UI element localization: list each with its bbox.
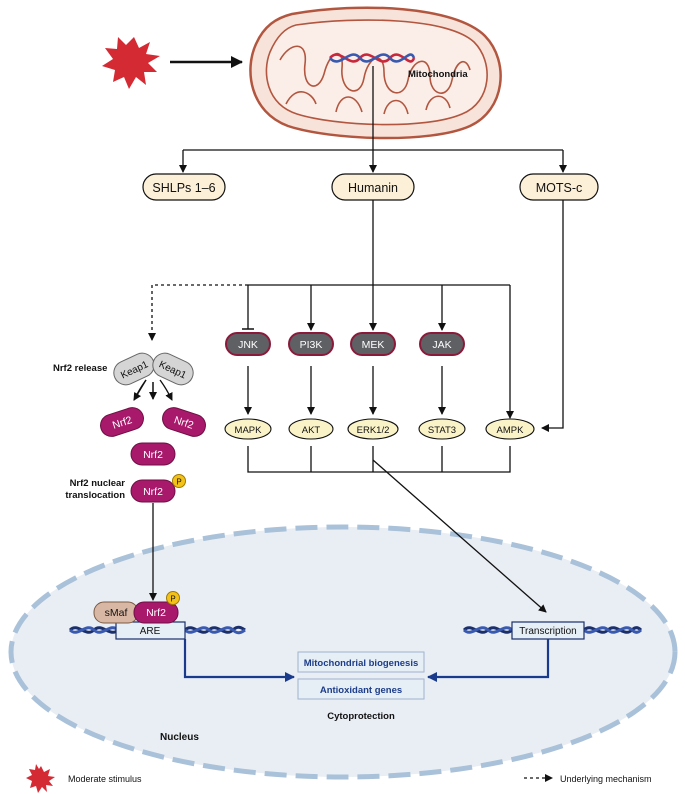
effector-akt: AKT bbox=[288, 418, 334, 440]
transcription-to-outcomes-arrow bbox=[427, 639, 550, 682]
nrf2-free-center: Nrf2 bbox=[130, 442, 176, 466]
effector-stat3: STAT3 bbox=[418, 418, 466, 440]
convergence-to-transcription bbox=[372, 459, 547, 613]
transcription-label: Transcription bbox=[519, 626, 576, 637]
nrf2-free-left: Nrf2 bbox=[100, 407, 144, 437]
outcome-antioxidant: Antioxidant genes bbox=[297, 678, 425, 700]
peptide-shlps-label: SHLPs 1–6 bbox=[152, 181, 215, 195]
peptide-humanin: Humanin bbox=[331, 173, 415, 201]
nrf2-phos-label: Nrf2 bbox=[143, 486, 163, 498]
effector-mapk: MAPK bbox=[224, 418, 272, 440]
kinase-mek: MEK bbox=[350, 332, 396, 356]
effector-erk-label: ERK1/2 bbox=[357, 425, 390, 436]
nrf2-phosphorylated: Nrf2 P bbox=[130, 474, 186, 503]
outcome-antioxidant-label: Antioxidant genes bbox=[320, 685, 402, 696]
nrf2-bound-label: Nrf2 bbox=[146, 607, 166, 619]
kinase-mek-label: MEK bbox=[362, 339, 385, 351]
effector-erk: ERK1/2 bbox=[347, 418, 399, 440]
nrf2-translocation-label-line2: translocation bbox=[65, 490, 125, 501]
dna-right bbox=[462, 626, 643, 634]
are-label: ARE bbox=[140, 626, 161, 637]
nrf2-release-label: Nrf2 release bbox=[53, 363, 107, 374]
effector-ampk-label: AMPK bbox=[497, 425, 525, 436]
mitochondria: Mitochondria bbox=[249, 6, 502, 140]
effector-ampk: AMPK bbox=[485, 418, 535, 440]
dotted-mechanism-line bbox=[148, 284, 248, 341]
legend-stimulus-icon bbox=[26, 764, 55, 793]
peptide-humanin-label: Humanin bbox=[348, 181, 398, 195]
effector-akt-label: AKT bbox=[302, 425, 321, 436]
kinase-jak: JAK bbox=[419, 332, 465, 356]
smaf: sMaf bbox=[93, 601, 139, 624]
kinase-pi3k: PI3K bbox=[288, 332, 334, 356]
kinase-jak-label: JAK bbox=[432, 339, 451, 351]
nucleus-label: Nucleus bbox=[160, 732, 199, 743]
transcription-box: Transcription bbox=[511, 621, 585, 640]
nrf2-free-left-label: Nrf2 bbox=[111, 414, 134, 432]
cytoprotection-label: Cytoprotection bbox=[327, 711, 395, 722]
are-box: ARE bbox=[115, 621, 186, 640]
kinase-jnk: JNK bbox=[225, 332, 271, 356]
legend-dotted-label: Underlying mechanism bbox=[560, 774, 652, 784]
are-to-outcomes-arrow bbox=[183, 639, 295, 682]
peptide-motsc: MOTS-c bbox=[519, 173, 599, 201]
stimulus-burst-icon bbox=[102, 37, 160, 89]
outcome-mito-biogenesis: Mitochondrial biogenesis bbox=[297, 651, 425, 673]
motsc-to-ampk bbox=[541, 200, 564, 432]
nrf2-free-right: Nrf2 bbox=[162, 407, 206, 437]
kinase-pi3k-label: PI3K bbox=[300, 339, 323, 351]
dna-left bbox=[68, 625, 246, 635]
mitochondria-label: Mitochondria bbox=[408, 69, 468, 80]
outcome-mito-biogenesis-label: Mitochondrial biogenesis bbox=[304, 658, 419, 669]
phospho-icon: P bbox=[176, 478, 181, 487]
effector-stat3-label: STAT3 bbox=[428, 425, 456, 436]
phospho-bound-icon: P bbox=[170, 595, 175, 604]
legend-stimulus-label: Moderate stimulus bbox=[68, 774, 142, 784]
smaf-label: sMaf bbox=[105, 607, 128, 619]
nrf2-bound: Nrf2 P bbox=[133, 591, 180, 624]
nrf2-free-right-label: Nrf2 bbox=[172, 414, 195, 432]
kinase-jnk-label: JNK bbox=[238, 339, 258, 351]
effector-convergence-line bbox=[247, 446, 511, 473]
keap1-pair: Keap1 Keap1 bbox=[113, 352, 194, 386]
peptide-shlps: SHLPs 1–6 bbox=[142, 173, 226, 201]
nrf2-translocation-label-line1: Nrf2 nuclear bbox=[70, 478, 126, 489]
keap1-arrow-left bbox=[133, 379, 147, 401]
nrf2-free-center-label: Nrf2 bbox=[143, 449, 163, 461]
effector-mapk-label: MAPK bbox=[235, 425, 263, 436]
peptide-motsc-label: MOTS-c bbox=[536, 181, 583, 195]
